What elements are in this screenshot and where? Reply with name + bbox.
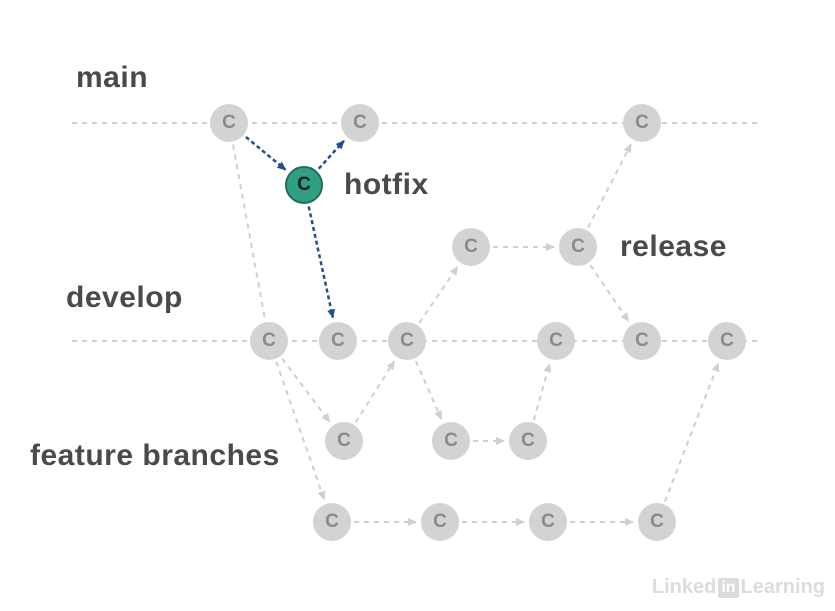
edge-m1-to-d1 (231, 144, 266, 318)
commit-node-main-m3: C (623, 104, 661, 142)
commit-node-feature-g1: C (313, 503, 351, 541)
commit-node-feature-g2: C (421, 503, 459, 541)
commit-node-develop-d4: C (537, 322, 575, 360)
logo-in-box: in (718, 577, 739, 598)
commit-node-develop-d5: C (623, 322, 661, 360)
edge-d1-to-g1 (275, 361, 326, 501)
edge-r2-to-m3 (587, 143, 632, 228)
commit-node-develop-d1: C (250, 322, 288, 360)
commit-node-feature-g4: C (638, 503, 676, 541)
commit-node-main-m2: C (341, 104, 379, 142)
commit-node-feature-g3: C (529, 503, 567, 541)
commit-node-feature-f1: C (325, 422, 363, 460)
commit-node-feature-f2: C (432, 422, 470, 460)
edge-r2-to-d5 (589, 264, 630, 322)
develop-branch-label: develop (66, 281, 183, 314)
commit-node-release-r1: C (452, 228, 490, 266)
commit-node-main-m1: C (210, 104, 248, 142)
commit-node-hotfix-h1: C (285, 166, 323, 204)
commit-node-develop-d6: C (708, 322, 746, 360)
logo-text-learning: Learning (740, 576, 825, 598)
edge-h1-to-d2 (307, 206, 336, 319)
logo-text-linked: Linked (651, 576, 717, 598)
feature-branches-label: feature branches (30, 439, 280, 472)
main-branch-label: main (76, 61, 149, 94)
release-branch-label: release (620, 230, 727, 263)
commit-node-release-r2: C (559, 228, 597, 266)
linkedin-learning-logo: Linked in Learning (652, 576, 825, 599)
edge-f1-to-d3 (354, 360, 396, 423)
edge-h1-to-m2 (317, 139, 345, 170)
edge-d3-to-r1 (418, 266, 459, 324)
edge-g4-to-d6 (664, 362, 720, 502)
edge-f3-to-d4 (532, 363, 552, 421)
commit-node-develop-d2: C (319, 322, 357, 360)
edge-d1-to-f1 (281, 358, 331, 423)
edge-m1-to-h1 (245, 136, 287, 171)
edge-d3-to-f2 (414, 360, 443, 420)
hotfix-branch-label: hotfix (344, 168, 429, 201)
commit-node-feature-f3: C (509, 422, 547, 460)
commit-node-develop-d3: C (388, 322, 426, 360)
